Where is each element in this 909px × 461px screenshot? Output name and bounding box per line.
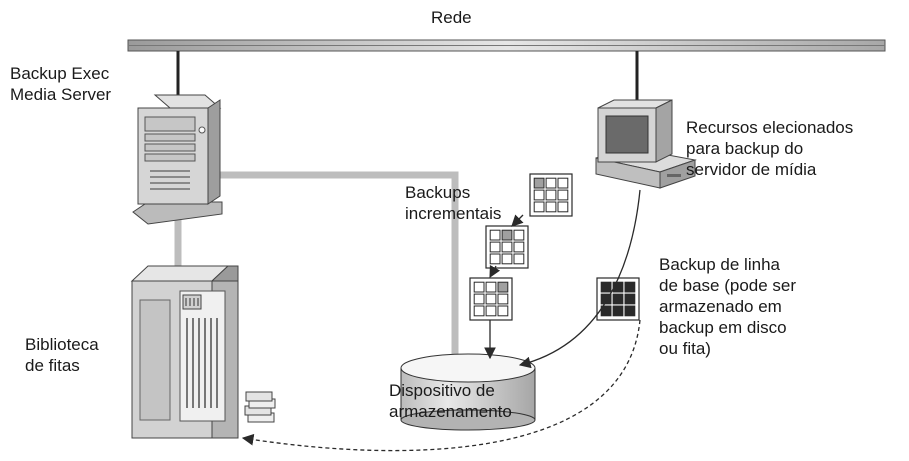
incremental-backups-label: Backups incrementais — [405, 183, 502, 223]
backup-grid-cell — [497, 293, 509, 305]
media-server-icon — [132, 94, 223, 225]
workstation-icon — [595, 99, 697, 189]
backup-grid-cell — [497, 281, 509, 293]
arrow-baseline-to-tape-library — [241, 319, 641, 452]
backup-grid-cell — [600, 305, 612, 317]
arrow-workstation-to-storage — [518, 189, 641, 369]
backup-grid-cell — [489, 241, 501, 253]
arrow-top-to-mid — [511, 214, 524, 227]
backup-grid-cell — [624, 305, 636, 317]
backup-grid-cell — [513, 229, 525, 241]
backup-grid-cell — [485, 293, 497, 305]
backup-grid-cell — [533, 189, 545, 201]
backup-grid-cell — [501, 241, 513, 253]
network-label: Rede — [431, 8, 472, 27]
backup-grid-cell — [501, 253, 513, 265]
network-bar — [127, 39, 886, 52]
storage-device-label: Dispositivo de armazenamento — [389, 381, 512, 421]
backup-grid-cell — [612, 305, 624, 317]
backup-grid-cell — [473, 293, 485, 305]
backup-grid-cell — [489, 253, 501, 265]
backup-grid-cell — [485, 305, 497, 317]
backup-grid-cell — [557, 177, 569, 189]
backup-grid-cell — [612, 281, 624, 293]
backup-grid-cell — [473, 305, 485, 317]
server-connection-lines — [174, 171, 459, 358]
storage-device-icon — [400, 353, 536, 431]
backup-grid-cell — [489, 229, 501, 241]
backup-grid-cell — [501, 229, 513, 241]
incremental-backup-grid-3 — [469, 277, 513, 321]
backup-grid-cell — [485, 281, 497, 293]
tape-library-icon — [130, 265, 276, 439]
backup-grid-cell — [557, 189, 569, 201]
tape-cartridges-icon — [244, 391, 276, 423]
backup-grid-cell — [533, 177, 545, 189]
arrow-mid-to-low — [489, 264, 501, 279]
backup-grid-cell — [545, 189, 557, 201]
incremental-backup-grid-2 — [485, 225, 529, 269]
backup-grid-cell — [557, 201, 569, 213]
selected-resources-label: Recursos elecionados para backup do serv… — [686, 118, 854, 179]
backup-grid-cell — [513, 241, 525, 253]
baseline-backup-label: Backup de linha de base (pode ser armaze… — [659, 255, 797, 358]
backup-grid-cell — [545, 177, 557, 189]
backup-grid-cell — [473, 281, 485, 293]
backup-grid-cell — [624, 281, 636, 293]
baseline-backup-grid — [596, 277, 640, 321]
backup-grid-cell — [600, 293, 612, 305]
backup-grid-cell — [624, 293, 636, 305]
backup-grid-cell — [612, 293, 624, 305]
incremental-backup-grid-1 — [529, 173, 573, 217]
backup-grid-cell — [513, 253, 525, 265]
backup-grid-cell — [533, 201, 545, 213]
media-server-label: Backup Exec Media Server — [10, 64, 112, 104]
backup-grid-cell — [497, 305, 509, 317]
tape-library-label: Biblioteca de fitas — [25, 335, 99, 375]
backup-grid-cell — [600, 281, 612, 293]
backup-grid-cell — [545, 201, 557, 213]
